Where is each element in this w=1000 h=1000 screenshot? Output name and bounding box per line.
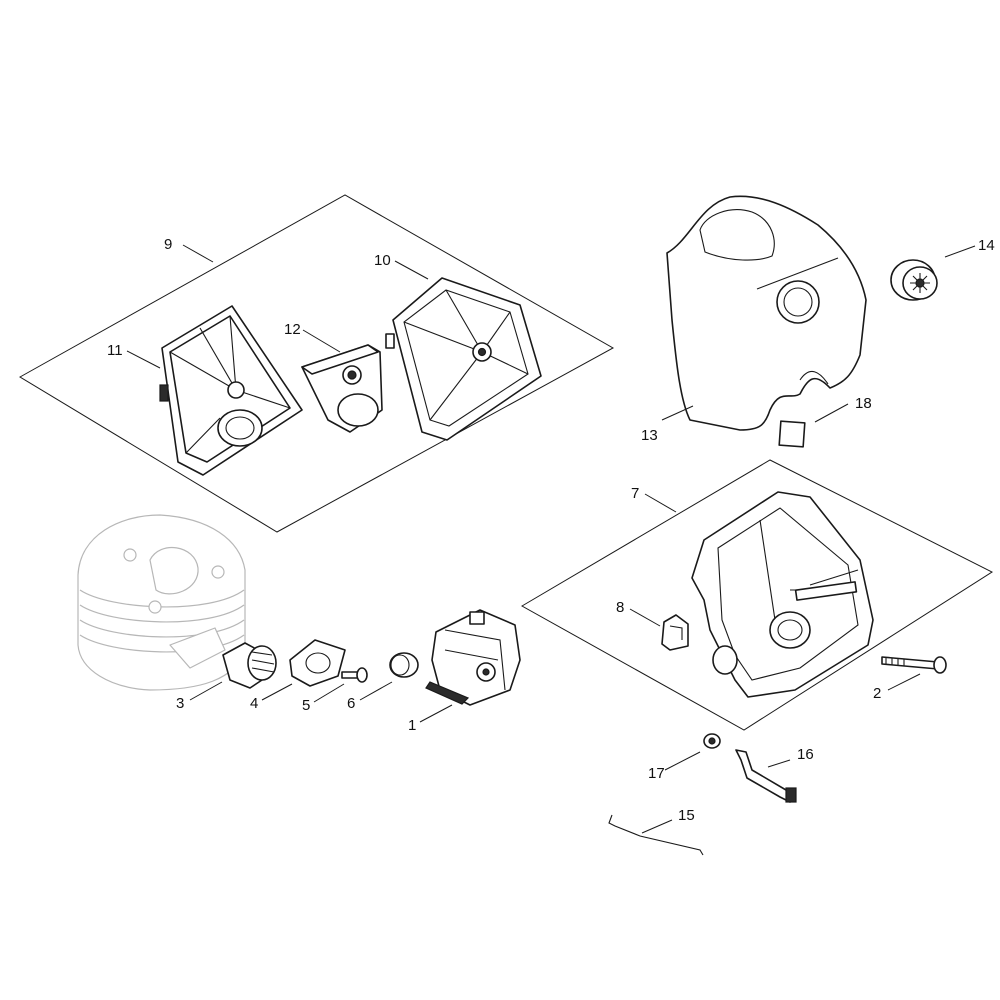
part-4-gasket[interactable]	[289, 639, 346, 687]
callout-4: 4	[250, 695, 258, 712]
callout-16: 16	[797, 746, 814, 763]
part-6-sleeve[interactable]	[389, 652, 419, 678]
callout-7: 7	[631, 485, 639, 502]
cylinder-reference-ghost	[77, 514, 246, 691]
part-17-grommet[interactable]	[703, 733, 721, 749]
callout-14: 14	[978, 237, 995, 254]
group-7-assembly-outline	[520, 459, 994, 731]
part-2-bolt[interactable]	[881, 656, 947, 674]
part-7-carburetor-housing[interactable]	[691, 491, 874, 698]
callout-3: 3	[176, 695, 184, 712]
part-12-filter-bracket[interactable]	[301, 344, 383, 433]
callout-10: 10	[374, 252, 391, 269]
leader-lines	[126, 244, 976, 834]
part-10-air-filter[interactable]	[385, 277, 542, 441]
part-5-screw[interactable]	[341, 667, 368, 683]
callout-12: 12	[284, 321, 301, 338]
callout-13: 13	[641, 427, 658, 444]
callout-1: 1	[408, 717, 416, 734]
callout-9: 9	[164, 236, 172, 253]
callout-18: 18	[855, 395, 872, 412]
callout-8: 8	[616, 599, 624, 616]
callout-5: 5	[302, 697, 310, 714]
part-3-intake-manifold[interactable]	[222, 642, 277, 689]
group-9-assembly-outline	[19, 194, 615, 533]
part-16-choke-lever[interactable]	[735, 749, 797, 803]
part-14-cover-knob[interactable]	[890, 259, 938, 301]
part-13-top-cover[interactable]	[666, 195, 867, 431]
callout-17: 17	[648, 765, 665, 782]
callout-11: 11	[107, 342, 123, 359]
callout-15: 15	[678, 807, 695, 824]
callout-2: 2	[873, 685, 881, 702]
part-8-retaining-clip[interactable]	[661, 614, 689, 651]
part-15-throttle-rod[interactable]	[608, 814, 704, 856]
part-11-air-filter-base[interactable]	[159, 305, 303, 476]
callout-6: 6	[347, 695, 355, 712]
part-18-decal[interactable]	[778, 420, 806, 448]
part-1-carburetor[interactable]	[425, 609, 521, 706]
